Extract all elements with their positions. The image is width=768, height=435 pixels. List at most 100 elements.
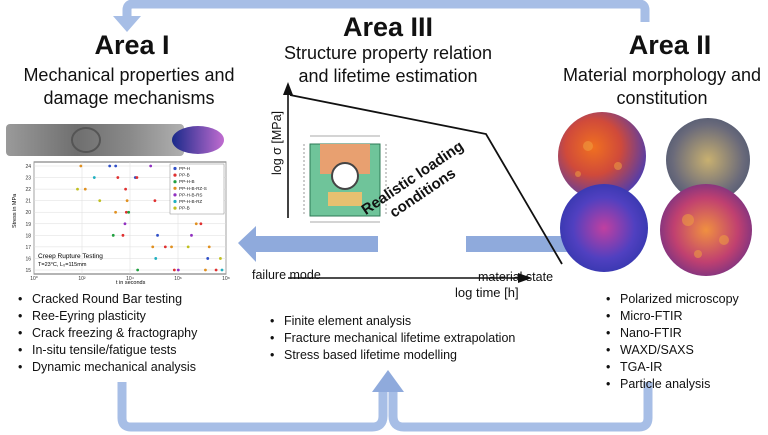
bottom-loop-arrowhead bbox=[372, 370, 404, 392]
legend-marker bbox=[173, 199, 177, 204]
micrograph-collage bbox=[558, 112, 752, 276]
list-item: WAXD/SAXS bbox=[604, 342, 764, 359]
plot-annotation-2: T=23°C, L₀=115mm bbox=[38, 262, 87, 268]
list-item: TGA-IR bbox=[604, 359, 764, 376]
scatter-point bbox=[186, 245, 190, 249]
plot-y-tick: 17 bbox=[25, 245, 31, 251]
scatter-point bbox=[136, 268, 140, 272]
scatter-point bbox=[170, 245, 173, 249]
list-item: Particle analysis bbox=[604, 376, 764, 393]
plot-annotation-1: Creep Rupture Testing bbox=[38, 253, 103, 260]
scatter-point bbox=[135, 176, 139, 179]
y-axis-label: log σ [MPa] bbox=[270, 111, 284, 175]
scatter-point bbox=[116, 176, 120, 179]
scatter-point bbox=[111, 233, 115, 237]
micrograph-4 bbox=[660, 184, 752, 276]
area-ii-subtitle-line2: constitution bbox=[616, 88, 708, 108]
legend-marker bbox=[173, 173, 177, 177]
list-item: Ree-Eyring plasticity bbox=[16, 308, 261, 325]
area-ii-subtitle-line1: Material morphology and bbox=[562, 65, 762, 85]
scatter-point bbox=[204, 268, 207, 272]
legend-marker bbox=[173, 180, 177, 184]
list-item: Stress based lifetime modelling bbox=[268, 347, 558, 364]
legend-entry: PP-H-B-RZ bbox=[179, 199, 202, 204]
legend-marker bbox=[173, 166, 177, 171]
area-i-subtitle: Mechanical properties and damage mechani… bbox=[0, 64, 258, 110]
area-ii-subtitle: Material morphology and constitution bbox=[556, 64, 768, 110]
area-iii-subtitle-line2: and lifetime estimation bbox=[298, 66, 478, 86]
scatter-point bbox=[114, 210, 117, 214]
list-item: Micro-FTIR bbox=[604, 308, 764, 325]
fractography-image bbox=[6, 124, 224, 156]
x-axis-arrowhead bbox=[518, 273, 532, 283]
plot-x-tick: 10⁰ bbox=[30, 276, 38, 282]
y-axis-arrowhead bbox=[283, 82, 293, 95]
legend-entry: PP-H-B-RS bbox=[179, 192, 202, 197]
scatter-point bbox=[194, 222, 198, 226]
plot-y-tick: 19 bbox=[25, 222, 31, 228]
scatter-point bbox=[108, 164, 112, 168]
area-iii-subtitle-line1: Structure property relation bbox=[283, 43, 493, 63]
micrograph-1 bbox=[558, 112, 646, 200]
plot-y-label: Stress in MPa bbox=[12, 193, 18, 228]
legend-entry: PP-B bbox=[179, 173, 190, 178]
plot-y-tick: 24 bbox=[25, 164, 31, 170]
area-ii-bullets: Polarized microscopy Micro-FTIR Nano-FTI… bbox=[604, 291, 764, 393]
material-state-label: material state bbox=[478, 270, 554, 284]
bottom-loop-left bbox=[117, 382, 388, 432]
scatter-point bbox=[114, 164, 118, 168]
area-i-title: Area I bbox=[94, 30, 170, 60]
scatter-point bbox=[83, 187, 87, 191]
plot-y-tick: 20 bbox=[25, 210, 31, 216]
area-iii-bullets: Finite element analysis Fracture mechani… bbox=[268, 313, 558, 364]
area-iii-title: Area III bbox=[342, 12, 434, 42]
plot-y-tick: 21 bbox=[25, 199, 31, 205]
scatter-point bbox=[124, 210, 128, 214]
plot-x-tick: 10⁶ bbox=[174, 276, 182, 282]
legend-box bbox=[169, 163, 225, 215]
scatter-point bbox=[172, 268, 176, 272]
list-item: Polarized microscopy bbox=[604, 291, 764, 308]
area-i-bullets: Cracked Round Bar testing Ree-Eyring pla… bbox=[16, 291, 261, 376]
scatter-point bbox=[153, 199, 157, 203]
list-item: Nano-FTIR bbox=[604, 325, 764, 342]
micrograph-3 bbox=[560, 184, 648, 272]
plot-y-tick: 22 bbox=[25, 187, 31, 193]
top-loop-arrowhead bbox=[113, 16, 141, 32]
scatter-point bbox=[98, 199, 102, 203]
x-axis-label: log time [h] bbox=[455, 285, 519, 300]
list-item: Fracture mechanical lifetime extrapolati… bbox=[268, 330, 558, 347]
list-item: Crack freezing & fractography bbox=[16, 325, 261, 342]
area-i-subtitle-line1: Mechanical properties and bbox=[23, 65, 235, 85]
list-item: Cracked Round Bar testing bbox=[16, 291, 261, 308]
plot-y-tick: 18 bbox=[25, 233, 31, 239]
scatter-point bbox=[149, 164, 153, 168]
area-ii-title: Area II bbox=[628, 30, 712, 60]
list-item: Finite element analysis bbox=[268, 313, 558, 330]
area-i-subtitle-line2: damage mechanisms bbox=[43, 88, 215, 108]
scatter-point bbox=[220, 268, 224, 272]
failure-mode-label: failure mode bbox=[252, 268, 321, 282]
fe-model-image bbox=[300, 126, 392, 228]
legend-marker bbox=[173, 206, 177, 210]
scatter-point bbox=[214, 268, 218, 272]
list-item: Dynamic mechanical analysis bbox=[16, 359, 261, 376]
scatter-point bbox=[176, 268, 180, 272]
plot-x-tick: 10⁴ bbox=[126, 276, 134, 282]
scatter-point bbox=[156, 233, 159, 237]
scatter-point bbox=[190, 233, 193, 237]
material-state-arrow bbox=[466, 226, 602, 262]
legend-entry: PP-H bbox=[179, 166, 190, 171]
list-item: In-situ tensile/fatigue tests bbox=[16, 342, 261, 359]
plot-y-tick: 15 bbox=[25, 268, 31, 274]
scatter-point bbox=[125, 199, 129, 203]
failure-mode-arrow bbox=[238, 226, 378, 262]
scatter-point bbox=[92, 176, 96, 179]
scatter-point bbox=[79, 164, 83, 168]
scatter-point bbox=[199, 222, 203, 226]
scatter-point bbox=[154, 257, 158, 260]
micrograph-2 bbox=[666, 118, 750, 202]
scatter-point bbox=[151, 245, 155, 249]
area-iii-subtitle: Structure property relation and lifetime… bbox=[268, 42, 508, 88]
